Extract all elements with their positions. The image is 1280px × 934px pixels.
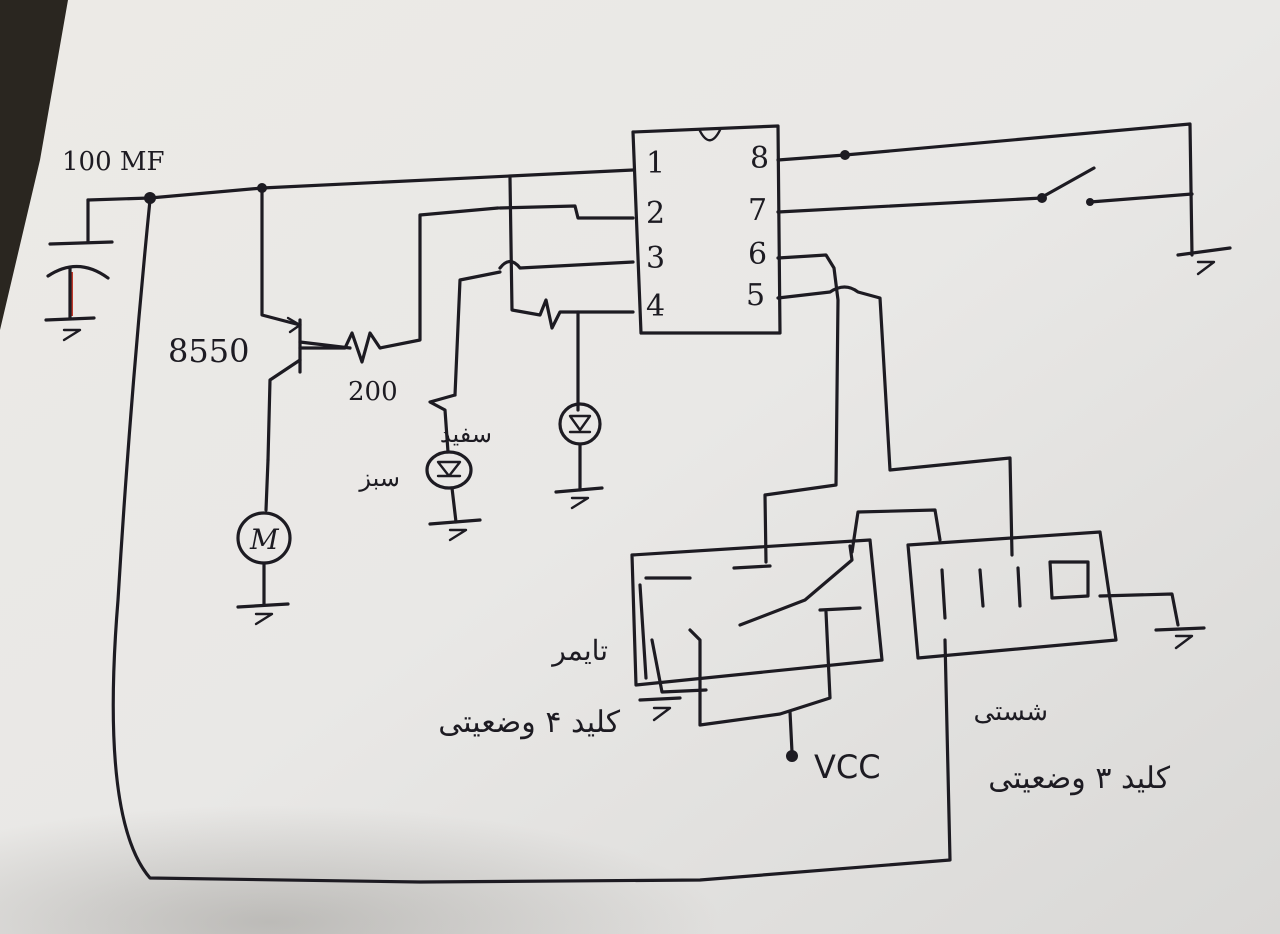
supply-rail <box>86 168 635 204</box>
ic-pin-7-label: 7 <box>748 193 767 228</box>
ic-right-wiring <box>776 122 1232 276</box>
motor-label: M <box>249 523 280 556</box>
switch-title: شستی <box>974 697 1049 727</box>
capacitor <box>44 198 114 342</box>
vcc-label: VCC <box>814 748 881 786</box>
led-white <box>554 402 604 510</box>
led-green <box>425 393 482 542</box>
transistor-label: 8550 <box>168 332 249 370</box>
ic-pin-5-label: 5 <box>746 278 765 313</box>
ic-pin-8-label: 8 <box>750 141 769 176</box>
ic-pin-2-label: 2 <box>646 196 665 231</box>
led-white-label: سفید <box>440 420 492 448</box>
resistor-200 <box>298 206 500 364</box>
timer-subtitle: کلید ۴ وضعیتی <box>438 705 620 740</box>
resistor-label: 200 <box>348 377 398 407</box>
switch-subtitle: کلید ۳ وضعیتی <box>988 761 1170 796</box>
capacitor-label: 100 MF <box>62 147 165 177</box>
ic-pin-1-label: 1 <box>646 146 665 181</box>
led-green-label: سبز <box>358 464 400 492</box>
ic-output-wiring <box>763 253 1014 564</box>
timer-title: تایمر <box>550 634 608 667</box>
timer-switch <box>630 508 942 762</box>
three-position-switch <box>906 530 1206 660</box>
ic-pin-3-label: 3 <box>646 241 665 276</box>
ic-pin-4-label: 4 <box>646 289 665 324</box>
ic-left-wiring <box>453 176 635 412</box>
ic-chip <box>631 124 782 335</box>
paper-shadow <box>0 700 900 934</box>
motor <box>236 458 292 626</box>
return-wire <box>111 198 952 884</box>
ic-pin-6-label: 6 <box>748 237 767 272</box>
